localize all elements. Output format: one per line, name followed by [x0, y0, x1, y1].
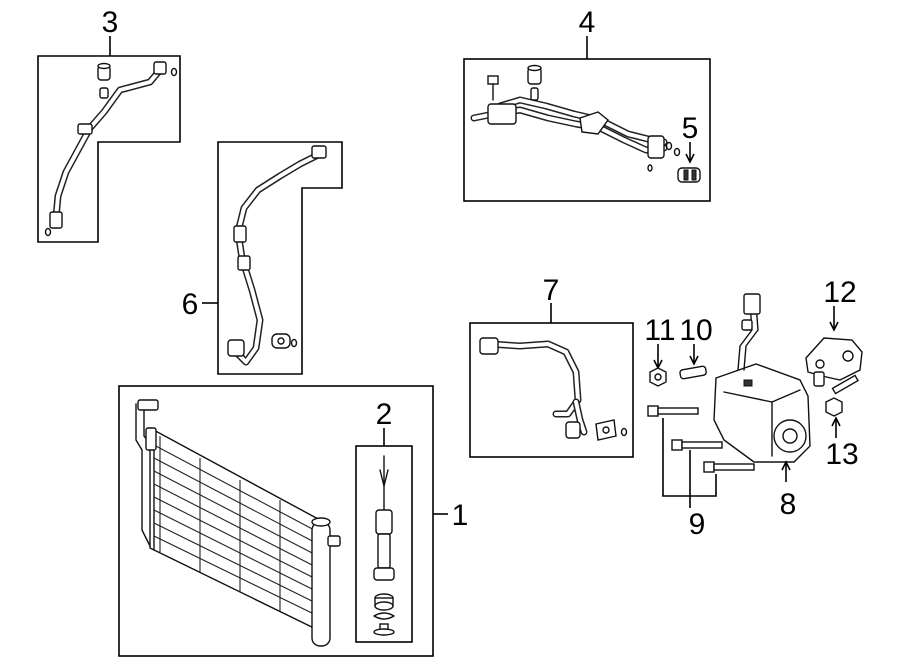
suction-hose-line [227, 145, 327, 366]
snap-ring [373, 612, 395, 620]
o-ring [620, 427, 628, 437]
hose-line [479, 337, 588, 439]
o-ring [170, 67, 178, 77]
group-12-bracket: 12 [805, 276, 863, 387]
group-3-liquid-line: 3 [37, 6, 181, 243]
callout-11: 11 [644, 314, 675, 347]
group-9-leader [662, 418, 717, 508]
bolt [487, 75, 499, 101]
callout-12: 12 [823, 276, 856, 309]
group-8-compressor: 8 [713, 293, 811, 521]
callout-5: 5 [682, 112, 699, 145]
condenser-bracket [327, 535, 341, 547]
callout-9: 9 [689, 508, 706, 541]
group-3-outline [37, 55, 181, 243]
group-2-desiccant-bag: 2 [355, 398, 413, 643]
mounting-bolt [647, 405, 699, 417]
callout-6: 6 [182, 288, 199, 321]
group-6-suction-hose: 6 [182, 141, 343, 375]
group-9-mounting-bolts: 9 [647, 405, 755, 541]
o-ring [665, 141, 673, 151]
group-7-hose-assembly: 7 [469, 274, 634, 458]
o-ring [290, 338, 298, 348]
mounting-bolt [703, 461, 755, 473]
callout-8: 8 [780, 488, 797, 521]
drier-cap [374, 593, 394, 611]
group-1-outline [118, 385, 434, 657]
callout-4: 4 [579, 6, 596, 39]
compressor-body [713, 363, 811, 463]
o-ring [44, 227, 52, 237]
mounting-bracket [805, 337, 863, 387]
desiccant-cartridge [373, 455, 395, 581]
group-11-nut: 11 [644, 314, 676, 387]
callout-1: 1 [452, 499, 469, 532]
service-cap [97, 62, 111, 99]
mounting-bolt [671, 439, 723, 451]
callout-7: 7 [543, 274, 560, 307]
group-5-arrow [685, 153, 695, 164]
group-1-condenser-assembly: 1 [118, 385, 469, 657]
discharge-tube [470, 96, 668, 159]
callout-13: 13 [825, 438, 858, 471]
o-ring [673, 147, 681, 157]
group-10-stud: 10 [679, 314, 713, 380]
callout-2: 2 [376, 398, 393, 431]
condenser-core [149, 427, 323, 633]
group-6-outline [217, 141, 343, 375]
stud-bolt [679, 365, 707, 380]
group-5-pressure-switch: 5 [677, 112, 701, 183]
group-13-bolt: 13 [825, 374, 859, 471]
hose-gasket [595, 419, 617, 441]
hose-gasket [271, 333, 291, 349]
callout-10: 10 [679, 314, 712, 347]
flange-nut [649, 367, 667, 387]
pressure-switch [677, 167, 701, 183]
service-cap [527, 64, 542, 101]
group-4-discharge-line: 4 [463, 6, 711, 202]
condenser-inlet-pipes [135, 399, 159, 547]
o-ring [647, 164, 653, 172]
compressor-harness [737, 293, 761, 371]
callout-3: 3 [102, 6, 119, 39]
bracket-bolt [825, 374, 859, 417]
condenser-receiver-tank [311, 517, 331, 647]
drier-plug [373, 623, 395, 636]
liquid-line-tube [49, 61, 167, 229]
